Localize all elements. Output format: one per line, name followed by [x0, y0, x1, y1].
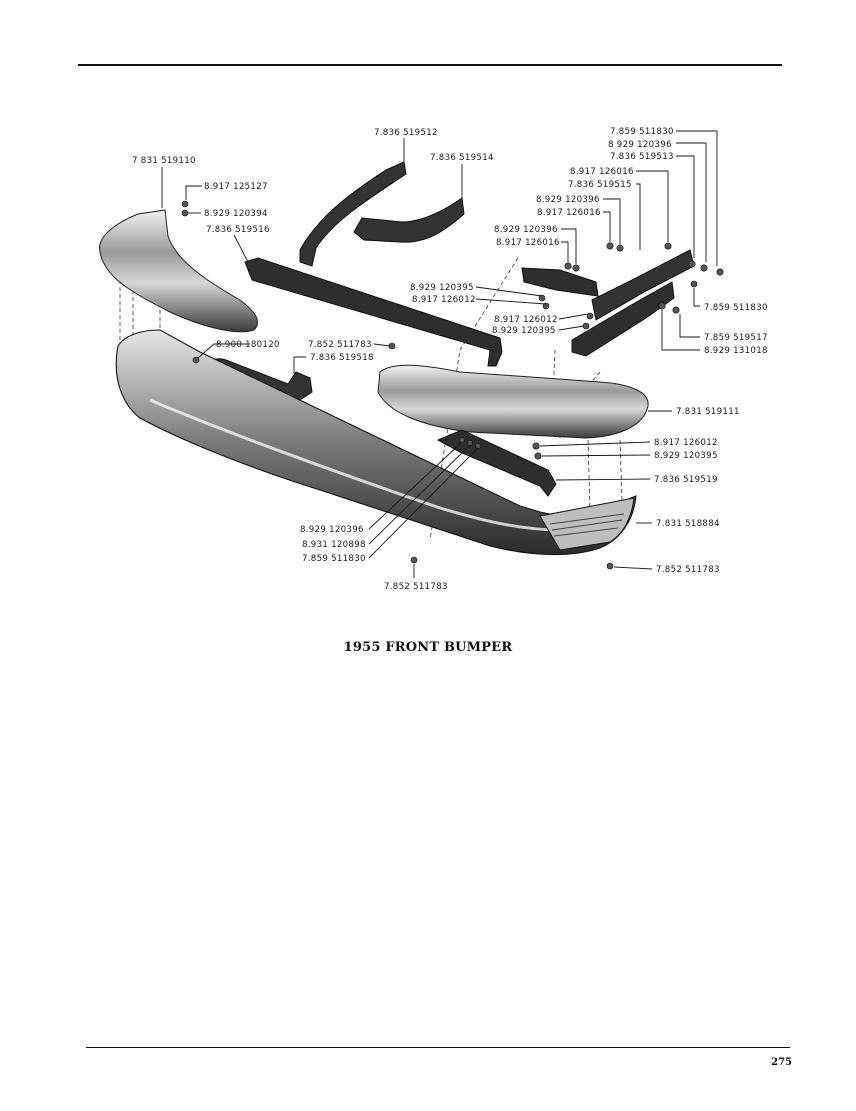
- left-bumper-guard: [99, 209, 258, 333]
- callout-label: 8.917 126016: [537, 208, 601, 218]
- callout-label: 8.929 120396: [494, 225, 558, 235]
- callout-labels: 7.836 519512 7.836 519514 7 831 519110 8…: [132, 127, 768, 592]
- callout-label: 8.917 126016: [496, 238, 560, 248]
- callout-label: 7.831 518884: [656, 519, 720, 529]
- callout-label: 7.836 519513: [610, 152, 674, 162]
- top-rule: [78, 64, 782, 66]
- callout-label: 8.900 180120: [216, 340, 280, 350]
- callout-label: 8.929 120394: [204, 209, 268, 219]
- callout-label: 7.836 519516: [206, 225, 270, 235]
- callout-label: 7.852 511783: [384, 582, 448, 592]
- callout-label: 8.929 120396: [536, 195, 600, 205]
- callout-label: 8.917 126012: [412, 295, 476, 305]
- bracket-519515: [521, 267, 599, 297]
- callout-label: 7.836 519519: [654, 475, 718, 485]
- callout-label: 7.859 511830: [610, 127, 674, 137]
- callout-label: 7.859 519517: [704, 333, 768, 343]
- callout-label: 8.929 120395: [410, 283, 474, 293]
- callout-label: 8.917 126012: [494, 315, 558, 325]
- bottom-rule: [86, 1047, 790, 1048]
- bracket-519514: [353, 197, 465, 243]
- callout-label: 7.836 519518: [310, 353, 374, 363]
- bumper-highlight: [149, 398, 561, 532]
- callout-label: 8.929 120396: [300, 525, 364, 535]
- callout-label: 8.931 120898: [302, 540, 366, 550]
- callout-label: 8.929 120395: [654, 451, 718, 461]
- main-bumper-bar: [115, 329, 637, 556]
- left-long-bracket: [244, 257, 503, 367]
- end-cap: [539, 497, 635, 551]
- right-bumper-guard: [377, 364, 649, 439]
- leader-lines: [161, 130, 718, 578]
- callout-label: 7.852 511783: [656, 565, 720, 575]
- callout-label: 7.836 519515: [568, 180, 632, 190]
- callout-label: 7.836 519512: [374, 128, 438, 138]
- fasteners: [181, 200, 724, 570]
- callout-label: 8.929 131018: [704, 346, 768, 356]
- bracket-519519: [436, 429, 557, 497]
- bracket-519512: [299, 161, 407, 267]
- callout-label: 7.836 519514: [430, 153, 494, 163]
- callout-label: 7.859 511830: [302, 554, 366, 564]
- callout-label: 8.929 120395: [492, 326, 556, 336]
- callout-label: 7 831 519110: [132, 156, 196, 166]
- callout-label: 8.917 125127: [204, 182, 268, 192]
- callout-label: 7.831 519111: [676, 407, 740, 417]
- figure-caption: 1955 FRONT BUMPER: [343, 640, 513, 655]
- callout-label: 8.917 126016: [570, 167, 634, 177]
- bumper-exploded-diagram: 7.836 519512 7.836 519514 7 831 519110 8…: [99, 127, 768, 592]
- page-number: 275: [771, 1057, 792, 1068]
- callout-label: 7.852 511783: [308, 340, 372, 350]
- callout-label: 8.917 126012: [654, 438, 718, 448]
- callout-label: 7.859 511830: [704, 303, 768, 313]
- callout-label: 8 929 120396: [608, 140, 672, 150]
